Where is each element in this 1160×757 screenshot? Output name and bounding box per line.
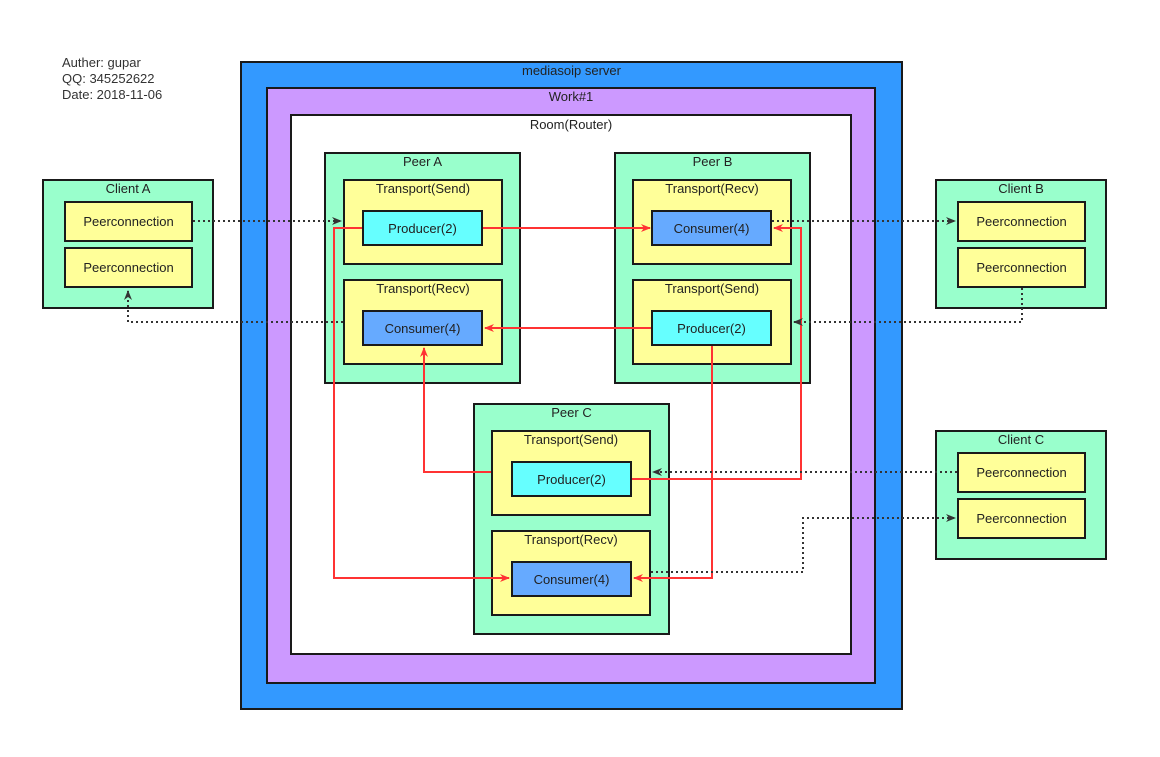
date-text: Date: 2018-11-06 <box>62 87 163 102</box>
link-client-b-pc2-to-peer-b-send <box>793 288 1023 326</box>
client-b-peerconnection-1: Peerconnection <box>957 201 1086 242</box>
peer-a-consumer-label: Consumer(4) <box>384 320 461 336</box>
peer-c-consumer-label: Consumer(4) <box>533 571 610 587</box>
peer-b-consumer-label: Consumer(4) <box>673 220 750 236</box>
author-text: Auther: gupar <box>62 55 141 70</box>
server-title: mediasoip server <box>522 63 621 78</box>
client-c-peerconnection-2: Peerconnection <box>957 498 1086 539</box>
peer-a-recv-transport-title: Transport(Recv) <box>376 281 470 296</box>
peer-c-producer-label: Producer(2) <box>537 471 606 487</box>
peer-a-producer: Producer(2) <box>362 210 483 246</box>
client-c-pc2-label: Peerconnection <box>976 511 1067 526</box>
peer-a-title: Peer A <box>402 154 443 169</box>
media-flow-b-to-c <box>633 346 713 582</box>
media-flow-a-to-c <box>333 227 510 582</box>
author-info: Auther: gupar QQ: 345252622 Date: 2018-1… <box>62 55 162 103</box>
peer-b-consumer: Consumer(4) <box>651 210 772 246</box>
peer-b-producer: Producer(2) <box>651 310 772 346</box>
peer-b-producer-label: Producer(2) <box>677 320 746 336</box>
client-a-title: Client A <box>105 181 151 196</box>
peer-c-title: Peer C <box>551 405 592 420</box>
media-flow-c-to-a <box>420 347 491 473</box>
client-a-peerconnection-1: Peerconnection <box>64 201 193 242</box>
client-a-pc2-label: Peerconnection <box>83 260 174 275</box>
client-a-pc1-label: Peerconnection <box>83 214 174 229</box>
peer-c-send-transport-title: Transport(Send) <box>523 432 619 447</box>
link-peer-c-recv-to-client-c-pc2 <box>651 514 956 573</box>
peer-a-send-transport-title: Transport(Send) <box>375 181 471 196</box>
peer-a-producer-label: Producer(2) <box>388 220 457 236</box>
peer-b-recv-transport-title: Transport(Recv) <box>665 181 759 196</box>
client-c-peerconnection-1: Peerconnection <box>957 452 1086 493</box>
client-c-title: Client C <box>997 432 1045 447</box>
peer-c-recv-transport-title: Transport(Recv) <box>524 532 618 547</box>
peer-c-producer: Producer(2) <box>511 461 632 497</box>
client-b-pc1-label: Peerconnection <box>976 214 1067 229</box>
peer-a-consumer: Consumer(4) <box>362 310 483 346</box>
client-b-peerconnection-2: Peerconnection <box>957 247 1086 288</box>
media-flow-c-to-b <box>632 224 802 480</box>
peer-b-title: Peer B <box>692 154 733 169</box>
qq-text: QQ: 345252622 <box>62 71 155 86</box>
client-c-pc1-label: Peerconnection <box>976 465 1067 480</box>
client-a-peerconnection-2: Peerconnection <box>64 247 193 288</box>
room-title: Room(Router) <box>529 117 613 132</box>
link-peer-a-recv-to-client-a-pc2 <box>124 290 343 323</box>
peer-c-consumer: Consumer(4) <box>511 561 632 597</box>
peer-b-send-transport-title: Transport(Send) <box>664 281 760 296</box>
client-b-pc2-label: Peerconnection <box>976 260 1067 275</box>
worker-title: Work#1 <box>548 89 594 104</box>
client-b-title: Client B <box>998 181 1044 196</box>
